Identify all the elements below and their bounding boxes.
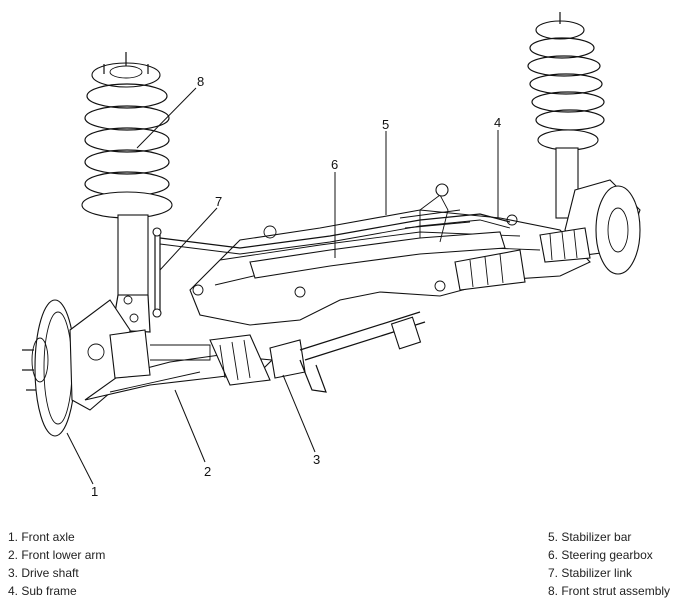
callout-6: 6 [331, 157, 338, 172]
legend-item-stabilizer-link: 7. Stabilizer link [548, 566, 633, 580]
callout-5: 5 [382, 117, 389, 132]
steering-gearbox [249, 183, 506, 279]
callout-1: 1 [91, 484, 98, 499]
callout-7: 7 [215, 194, 222, 209]
drive-shaft [109, 311, 426, 393]
sub-frame [189, 209, 591, 326]
leader-lines [66, 87, 499, 485]
legend-item-front-lower-arm: 2. Front lower arm [8, 548, 106, 562]
stabilizer-link [152, 227, 162, 318]
legend-item-front-axle: 1. Front axle [8, 530, 75, 544]
callout-4: 4 [494, 115, 501, 130]
legend-right: 5. Stabilizer bar 6. Steering gearbox 7.… [548, 528, 670, 600]
right-strut-assembly [454, 12, 641, 291]
front-suspension-diagram: 1 2 3 4 5 6 7 8 [22, 12, 641, 499]
legend-item-steering-gearbox: 6. Steering gearbox [548, 548, 653, 562]
legend-left: 1. Front axle 2. Front lower arm 3. Driv… [8, 528, 105, 600]
stabilizer-bar [159, 213, 511, 255]
legend-item-stabilizer-bar: 5. Stabilizer bar [548, 530, 632, 544]
callout-2: 2 [204, 464, 211, 479]
legend-item-drive-shaft: 3. Drive shaft [8, 566, 79, 580]
callout-8: 8 [197, 74, 204, 89]
legend-item-sub-frame: 4. Sub frame [8, 584, 77, 598]
legend-item-front-strut-assembly: 8. Front strut assembly [548, 584, 671, 598]
left-strut-assembly [81, 52, 173, 333]
callout-3: 3 [313, 452, 320, 467]
